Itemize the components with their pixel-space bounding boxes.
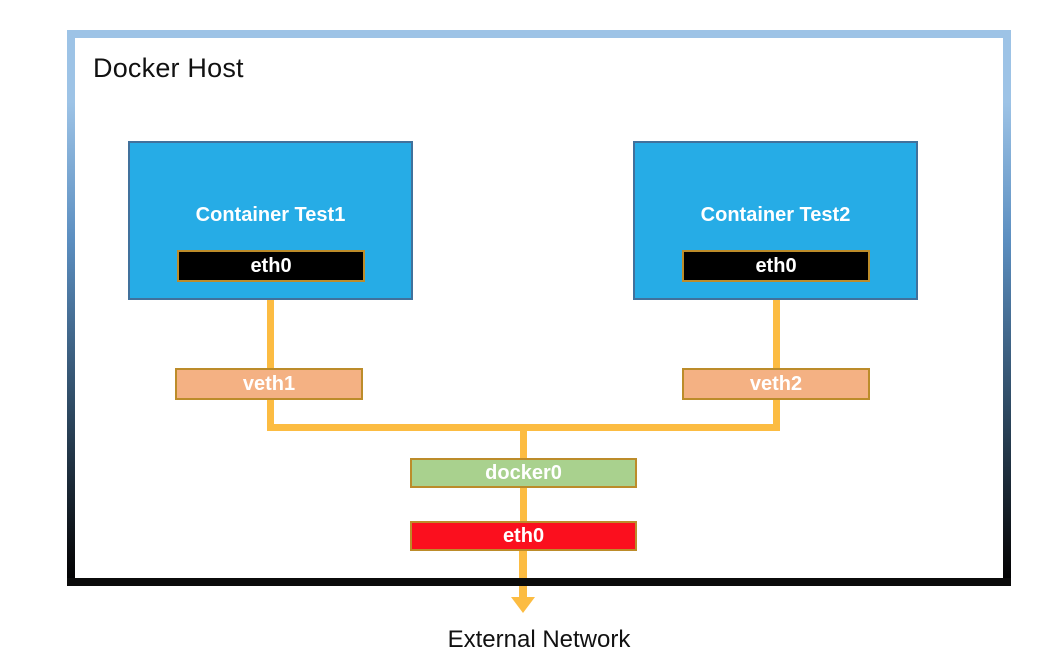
host-eth0-box: eth0 — [410, 521, 637, 551]
container-test1-eth0-box: eth0 — [177, 250, 365, 282]
docker0-bridge-box: docker0 — [410, 458, 637, 488]
host-frame-bottom-border — [67, 578, 1011, 586]
connector-eth0-to-veth1 — [267, 280, 274, 370]
connector-docker0-to-eth0 — [520, 487, 527, 523]
connector-veth1-to-bus — [267, 398, 274, 431]
container-test2-name: Container Test2 — [700, 204, 851, 226]
connector-veth2-to-bus — [773, 398, 780, 431]
connector-eth0-to-external — [519, 549, 527, 598]
connector-eth0-to-veth2 — [773, 280, 780, 370]
connector-bus-to-docker0 — [520, 424, 527, 460]
container-test1-name: Container Test1 — [195, 204, 346, 226]
container-test2-box: Container Test2 eth0 — [633, 141, 918, 300]
docker-host-title: Docker Host — [93, 53, 244, 83]
arrow-down-icon — [511, 597, 535, 613]
external-network-label: External Network — [447, 626, 631, 653]
veth2-box: veth2 — [682, 368, 870, 400]
veth1-box: veth1 — [175, 368, 363, 400]
docker-host-inner-area — [75, 38, 1003, 578]
container-test1-box: Container Test1 eth0 — [128, 141, 413, 300]
container-test2-eth0-box: eth0 — [682, 250, 870, 282]
